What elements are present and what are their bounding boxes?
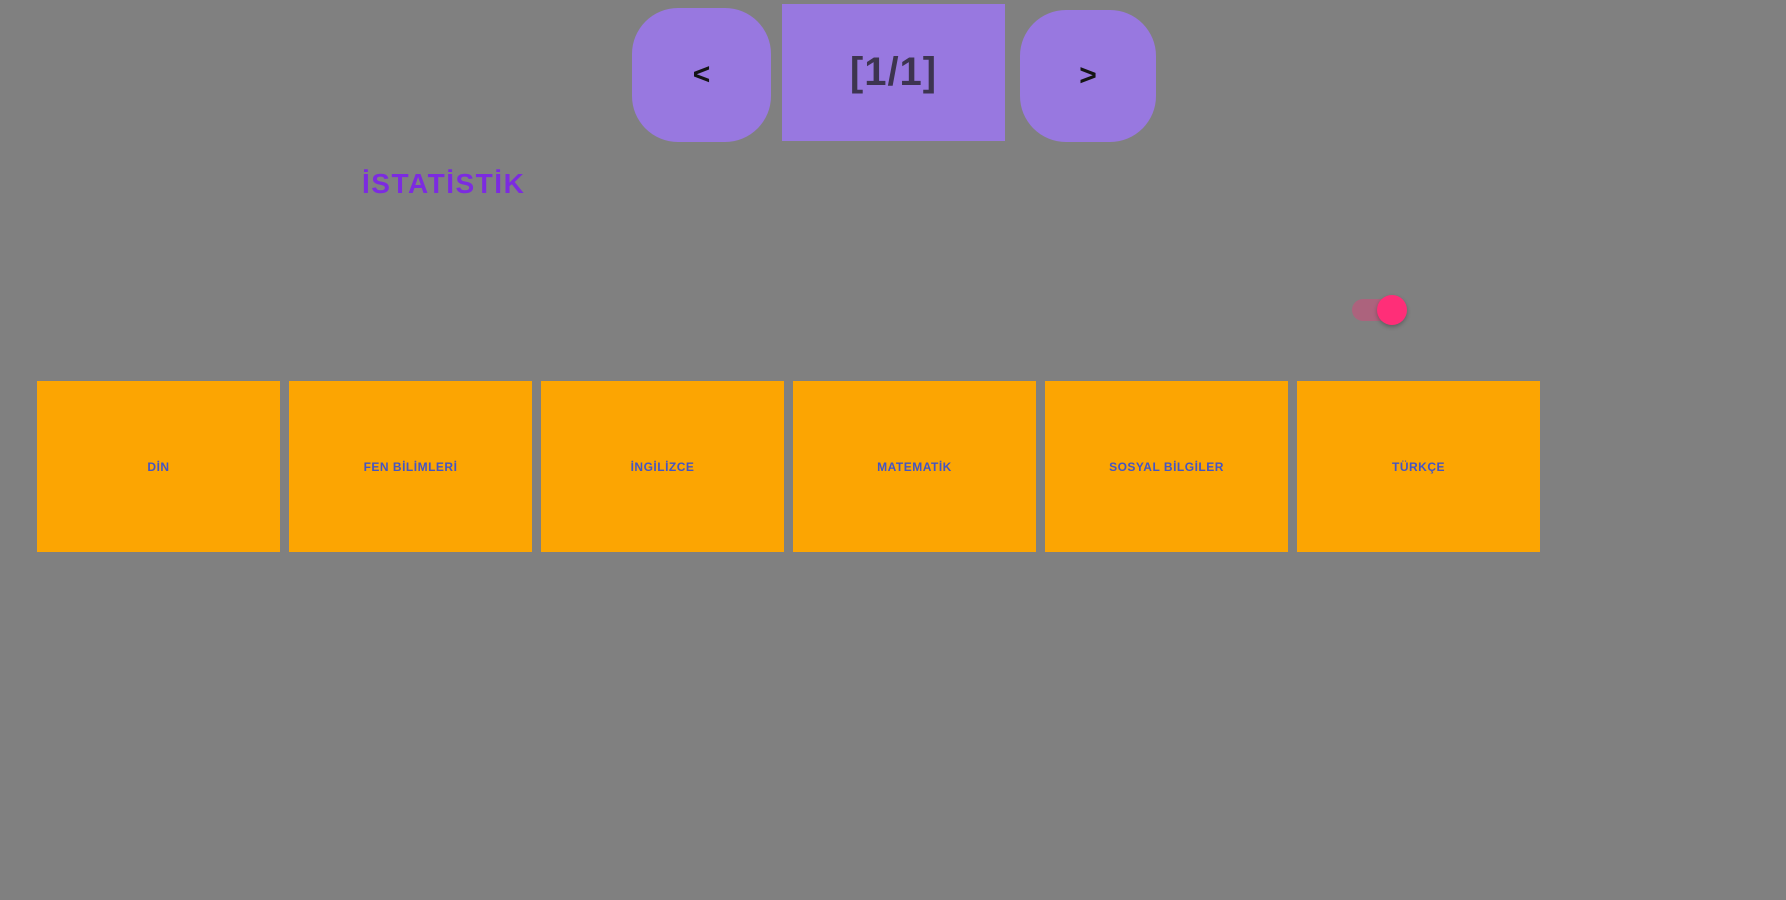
- subject-button-label: DİN: [147, 459, 170, 474]
- subjects-row: DİN FEN BİLİMLERİ İNGİLİZCE MATEMATİK SO…: [37, 381, 1540, 552]
- subject-button-label: TÜRKÇE: [1392, 459, 1445, 474]
- subject-button-label: FEN BİLİMLERİ: [363, 459, 458, 474]
- subject-button-ingilizce[interactable]: İNGİLİZCE: [541, 381, 784, 552]
- previous-page-button[interactable]: <: [632, 8, 771, 142]
- page-title: İSTATİSTİK: [362, 168, 526, 199]
- next-page-button[interactable]: >: [1020, 10, 1156, 142]
- subject-button-label: MATEMATİK: [877, 459, 952, 474]
- subject-button-fen-bilimleri[interactable]: FEN BİLİMLERİ: [289, 381, 532, 552]
- chevron-left-icon: <: [692, 58, 711, 91]
- subject-button-label: SOSYAL BİLGİLER: [1109, 459, 1224, 474]
- subject-button-turkce[interactable]: TÜRKÇE: [1297, 381, 1540, 552]
- subject-button-din[interactable]: DİN: [37, 381, 280, 552]
- pink-toggle-switch[interactable]: [1352, 295, 1407, 325]
- toggle-knob[interactable]: [1377, 295, 1407, 325]
- page-indicator-label: [1/1]: [849, 50, 938, 94]
- page-indicator: [1/1]: [782, 4, 1005, 141]
- subject-button-label: İNGİLİZCE: [630, 459, 695, 474]
- subject-button-sosyal-bilgiler[interactable]: SOSYAL BİLGİLER: [1045, 381, 1288, 552]
- subject-button-matematik[interactable]: MATEMATİK: [793, 381, 1036, 552]
- chevron-right-icon: >: [1079, 59, 1097, 92]
